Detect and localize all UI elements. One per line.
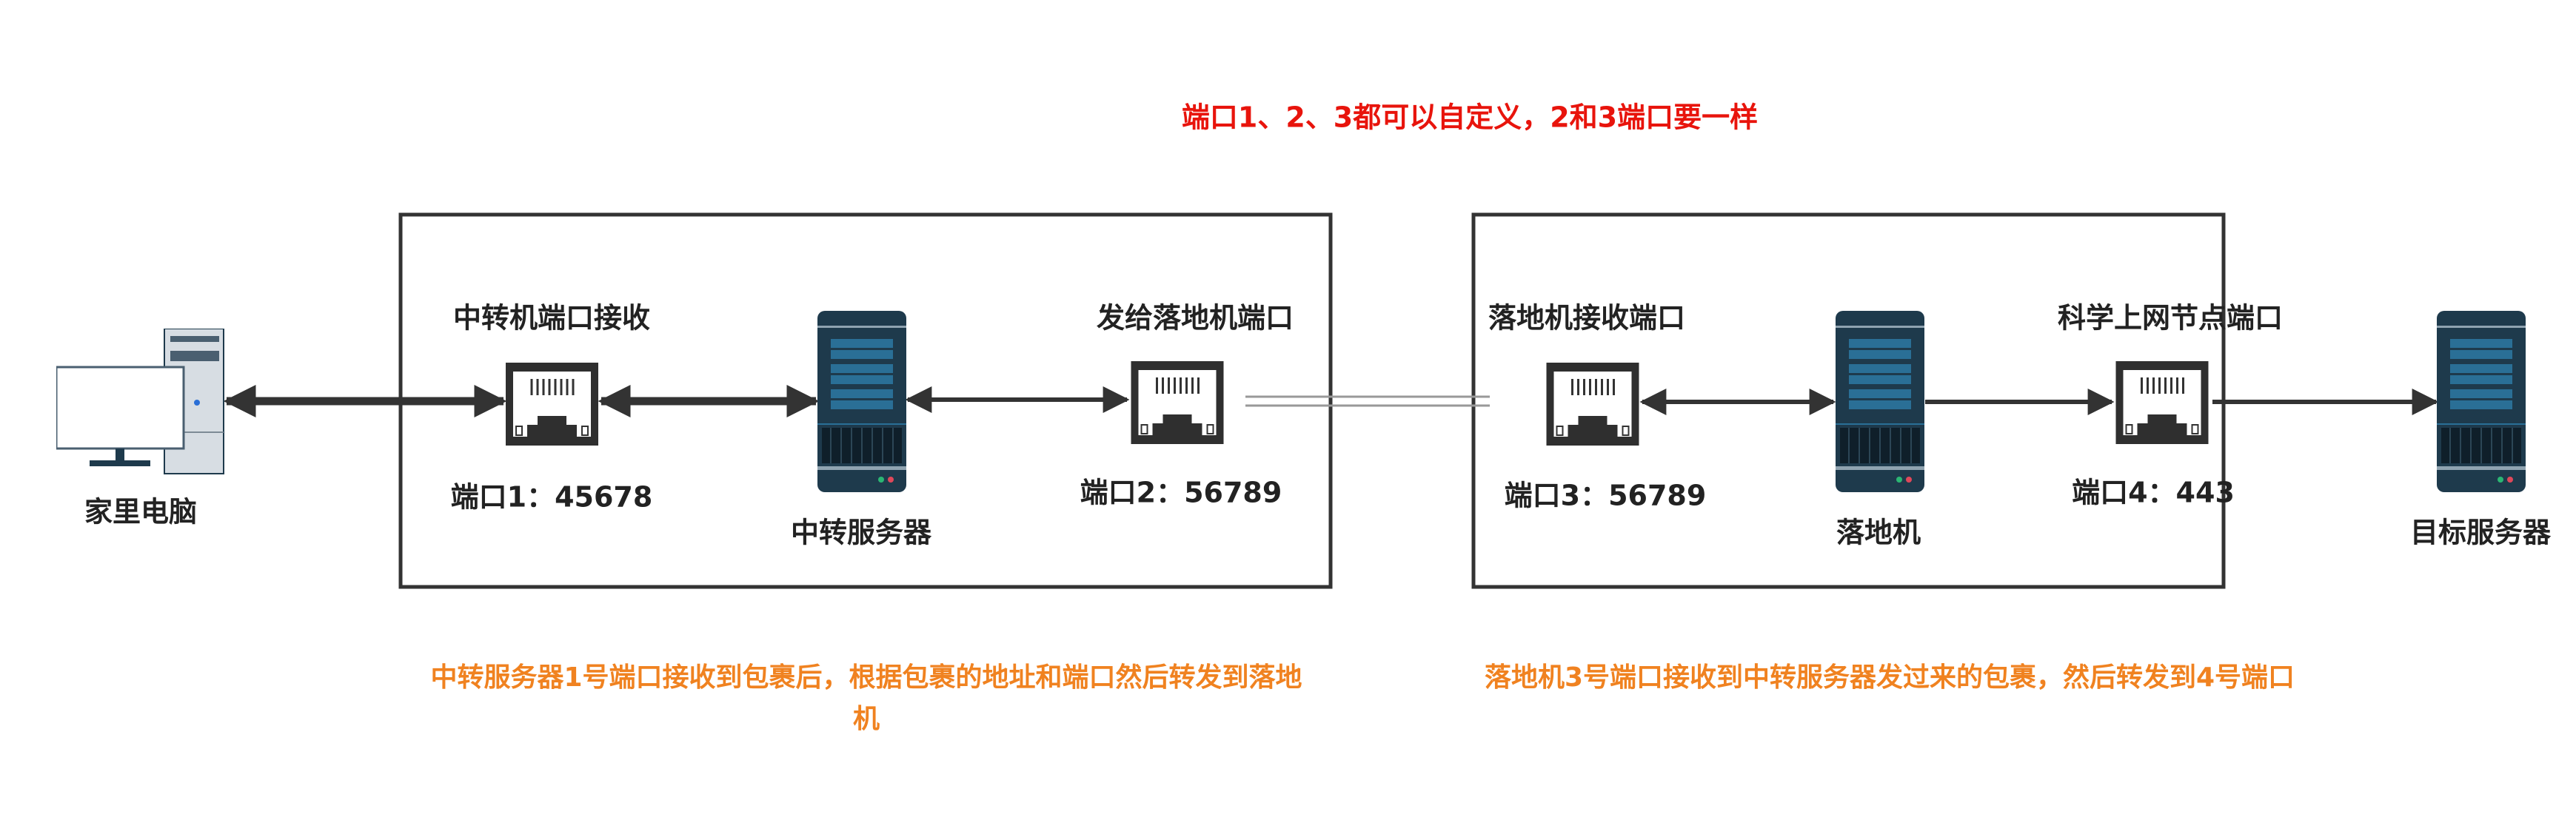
relay-server-icon: [817, 311, 906, 492]
port2-heading: 发给落地机端口: [1096, 301, 1294, 335]
port3-heading: 落地机接收端口: [1488, 301, 1686, 335]
relay-note: 中转服务器1号端口接收到包裹后，根据包裹的地址和端口然后转发到落地机: [430, 662, 1302, 734]
landing-server-icon: [1836, 311, 1924, 492]
target-server-label: 目标服务器: [2409, 516, 2552, 549]
landing-server-label: 落地机: [1836, 516, 1921, 549]
port3-label: 端口3：56789: [1504, 479, 1707, 512]
port1-label: 端口1：45678: [450, 480, 653, 514]
port1-heading: 中转机端口接收: [452, 301, 651, 335]
ethernet-port-4-icon: [2115, 361, 2209, 444]
port4-label: 端口4：443: [2072, 476, 2235, 509]
relay-server-label: 中转服务器: [790, 516, 932, 549]
home-pc-label: 家里电脑: [84, 495, 198, 528]
ethernet-port-3-icon: [1546, 363, 1639, 446]
diagram-title: 端口1、2、3都可以自定义，2和3端口要一样: [1181, 101, 1759, 134]
port2-label: 端口2：56789: [1080, 476, 1282, 509]
landing-note: 落地机3号端口接收到中转服务器发过来的包裹，然后转发到4号端口: [1484, 662, 2295, 693]
ethernet-port-2-icon: [1130, 361, 1225, 444]
target-server-icon: [2437, 311, 2526, 492]
ethernet-port-1-icon: [506, 363, 598, 446]
port4-heading: 科学上网节点端口: [2057, 301, 2284, 335]
desktop-computer-icon: [56, 329, 224, 474]
